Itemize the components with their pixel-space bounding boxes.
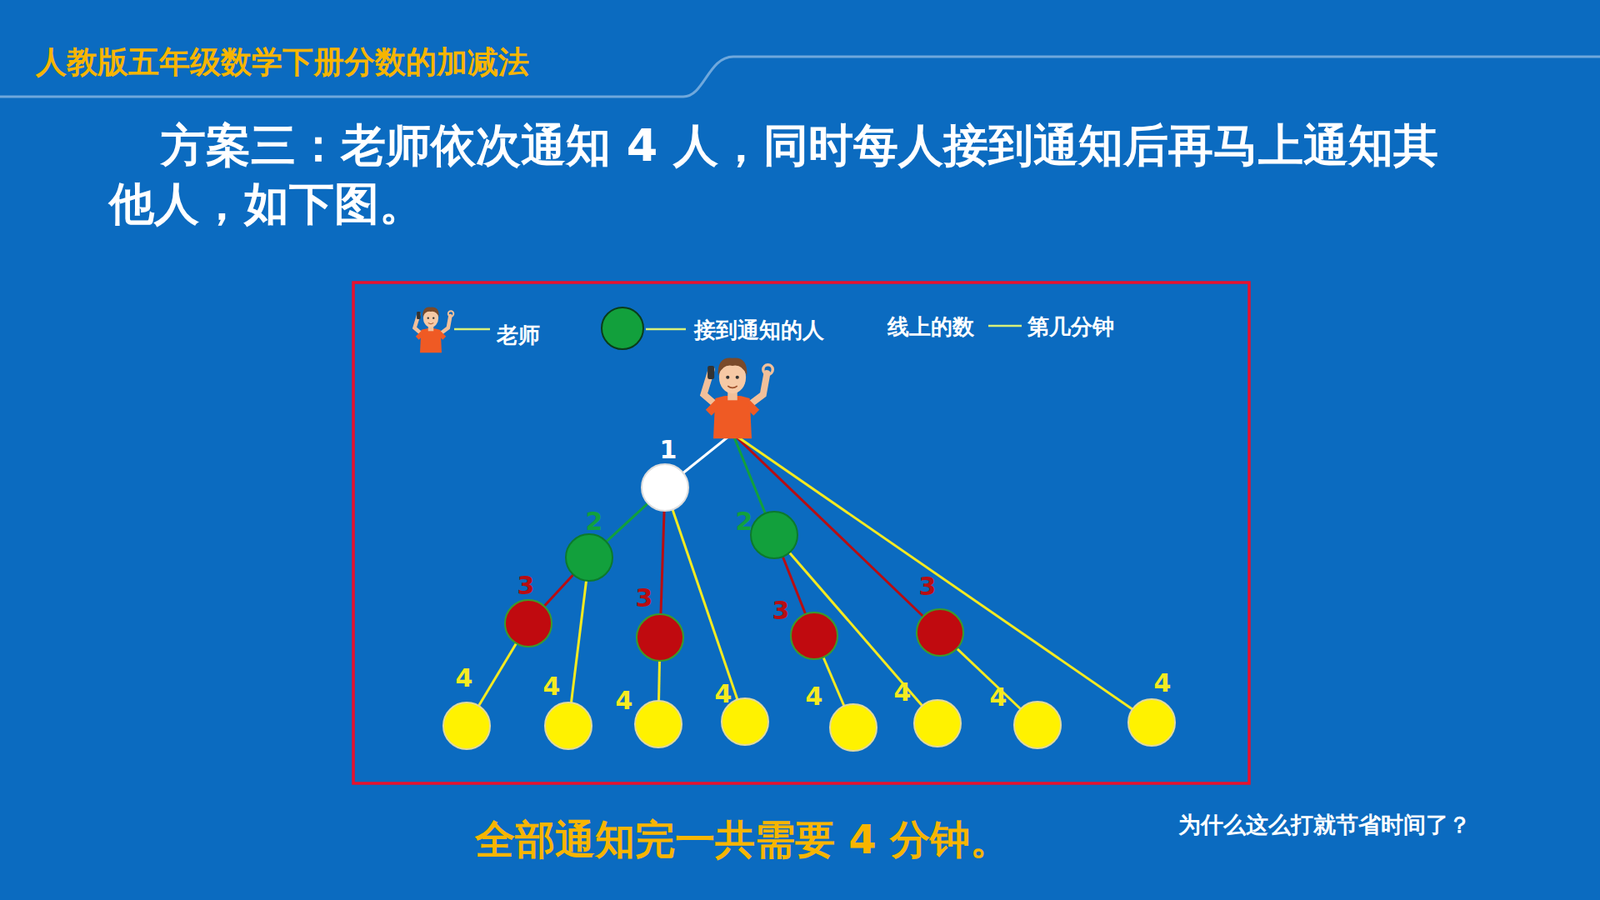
legend-line — [988, 325, 1022, 328]
minute-number: 4 — [805, 681, 824, 711]
frame — [353, 282, 1250, 784]
teacher-icon — [415, 307, 455, 354]
minute-number: 3 — [517, 570, 535, 600]
minute-number: 4 — [990, 682, 1008, 712]
call-line — [732, 433, 940, 633]
person-circle — [914, 700, 961, 747]
note: 为什么这么打就节省时间了？ — [1178, 810, 1471, 840]
person-circle — [545, 702, 592, 750]
minute-number: 4 — [543, 671, 561, 701]
minute-number: 1 — [660, 435, 678, 465]
caption: 全部通知完一共需要 4 分钟。 — [475, 813, 1011, 867]
call-line — [568, 557, 590, 726]
person-circle — [790, 612, 838, 660]
person-circle — [565, 534, 613, 581]
legend-swatch — [601, 307, 644, 350]
call-line — [774, 535, 938, 724]
call-line — [665, 487, 745, 722]
person-circle — [636, 614, 684, 661]
note: 第几分钟 — [1027, 312, 1115, 342]
person-circle — [916, 609, 964, 656]
person-circle — [641, 464, 689, 511]
person-circle — [830, 704, 877, 751]
people — [443, 464, 1175, 751]
person-circle — [635, 700, 682, 748]
person-circle — [1014, 701, 1061, 749]
person-circle — [443, 702, 490, 750]
statement: 方案三：老师依次通知 4 人，同时每人接到通知后再马上通知其他人，如下图。 — [109, 116, 1460, 234]
person-circle — [1128, 699, 1175, 746]
person-circle — [750, 511, 798, 559]
header-title: 人教版五年级数学下册分数的加减法 — [35, 41, 530, 84]
minute-number: 4 — [894, 677, 912, 707]
minute-number: 4 — [1154, 668, 1172, 698]
call-line — [732, 433, 1152, 723]
minute-number: 3 — [919, 571, 937, 601]
tree-lines — [466, 433, 1152, 728]
minute-number: 2 — [585, 506, 604, 536]
legend-line — [645, 328, 686, 331]
minute-number: 2 — [735, 506, 754, 536]
minute-number: 4 — [455, 663, 474, 693]
legend-line — [454, 328, 490, 331]
minute-number: 3 — [772, 595, 790, 625]
teacher-figure — [704, 357, 774, 439]
minute-number: 3 — [635, 583, 654, 613]
note: 线上的数 — [887, 312, 975, 342]
person-circle — [505, 600, 552, 647]
legend-text: 老师 — [496, 320, 540, 350]
minute-number: 4 — [615, 685, 634, 715]
minute-number: 4 — [715, 679, 733, 709]
legend-text: 接到通知的人 — [694, 315, 825, 345]
